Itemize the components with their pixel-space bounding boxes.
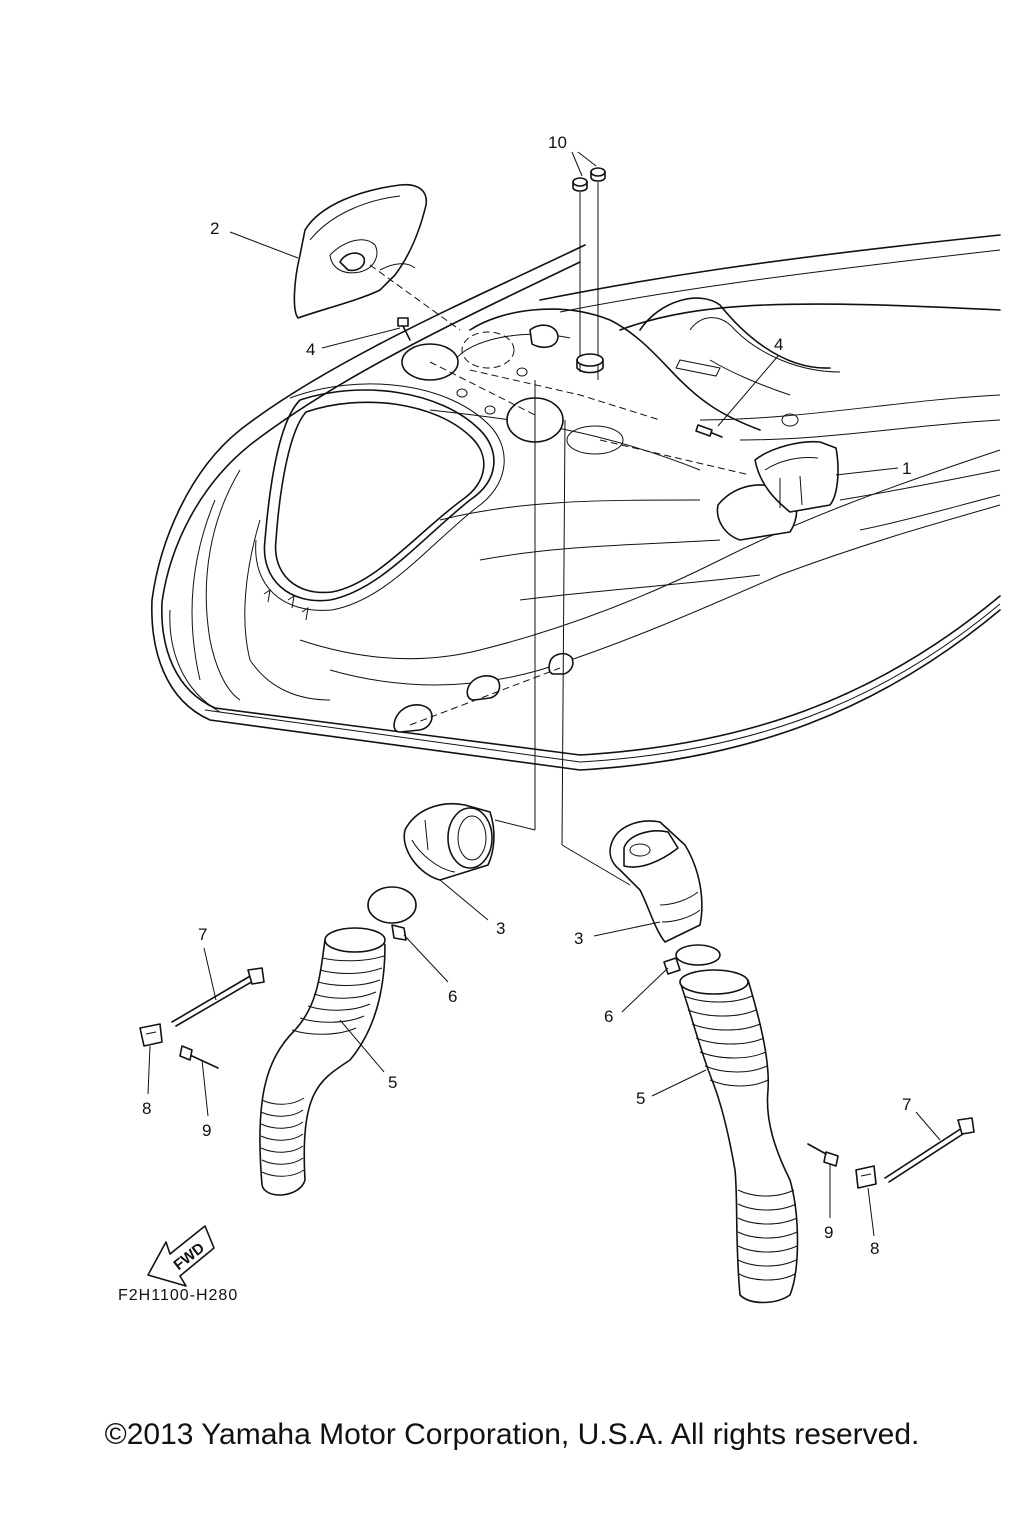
label-part-7-left: 7	[198, 925, 207, 944]
left-hose-ribs	[260, 955, 385, 1177]
label-part-9-left: 9	[202, 1121, 211, 1140]
label-part-2: 2	[210, 219, 219, 238]
label-part-3-right: 3	[574, 929, 583, 948]
hull-deck	[151, 234, 1001, 771]
label-part-1: 1	[902, 459, 911, 478]
leader-lines	[147, 151, 941, 1237]
label-part-8-right: 8	[870, 1239, 879, 1258]
label-part-8-left: 8	[142, 1099, 151, 1118]
part-1-vent-duct	[716, 440, 839, 541]
part-labels: 10 2 4 4 1 3 3 6 6 5 5 7 7 8 9 9 8	[142, 133, 911, 1258]
label-part-6-left: 6	[448, 987, 457, 1006]
label-part-4-left: 4	[306, 340, 315, 359]
right-duct-assembly	[609, 820, 975, 1304]
left-duct-assembly	[139, 803, 495, 1196]
part-10-grommets	[572, 167, 606, 380]
right-hose-ribs	[683, 995, 798, 1281]
fwd-arrow: FWD	[147, 1225, 215, 1287]
drawing-code: F2H1100-H280	[118, 1287, 238, 1304]
label-part-3-left: 3	[496, 919, 505, 938]
part-4-rivets	[397, 317, 723, 438]
label-part-5-right: 5	[636, 1089, 645, 1108]
label-part-9-right: 9	[824, 1223, 833, 1242]
label-part-10: 10	[548, 133, 567, 152]
part-2-vent-cover	[293, 183, 428, 319]
label-part-5-left: 5	[388, 1073, 397, 1092]
label-part-6-right: 6	[604, 1007, 613, 1026]
copyright-notice: ©2013 Yamaha Motor Corporation, U.S.A. A…	[104, 1418, 920, 1451]
label-part-4-right: 4	[774, 335, 783, 354]
assembly-leaders	[369, 264, 751, 886]
label-part-7-right: 7	[902, 1095, 911, 1114]
